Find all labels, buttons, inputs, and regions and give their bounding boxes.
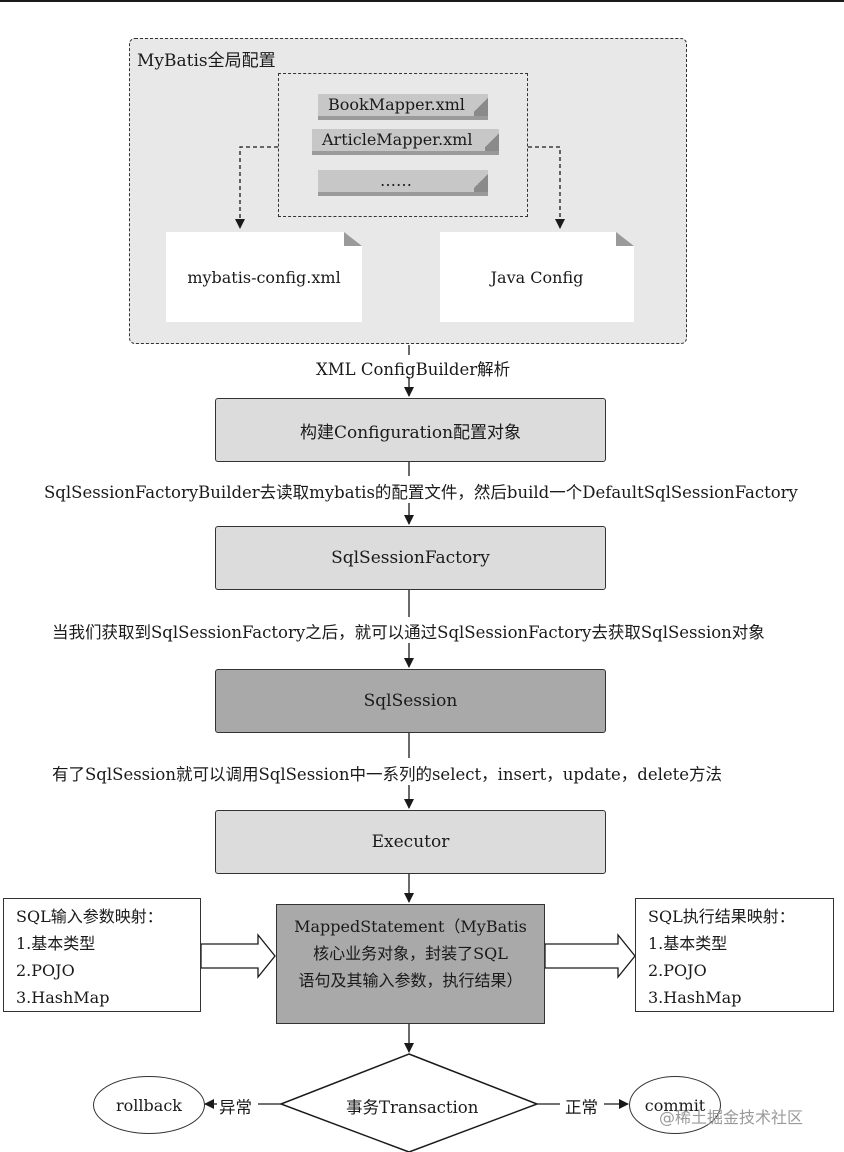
java-config-doc: Java Config [440, 232, 634, 322]
mapped-statement-box: MappedStatement（MyBatis 核心业务对象，封装了SQL 语句… [276, 904, 545, 1024]
mybatis-config-doc: mybatis-config.xml [166, 232, 362, 322]
output-mapping-item: 1.基本类型 [648, 934, 728, 953]
sqlsessionfactory-label: SqlSessionFactory [331, 548, 490, 568]
doc-label: mybatis-config.xml [187, 267, 341, 287]
mapper-file-article: ArticleMapper.xml [312, 129, 499, 151]
ok-branch-label: 正常 [565, 1098, 598, 1117]
watermark-text: @稀土掘金技术社区 [659, 1108, 804, 1127]
error-branch-label: 异常 [219, 1098, 252, 1117]
mapper-file-shadow [318, 116, 488, 120]
output-mapping-title: SQL执行结果映射： [648, 907, 795, 926]
mapper-file-label: BookMapper.xml [328, 95, 465, 114]
mapper-files-group [278, 73, 528, 217]
sqlsession-box: SqlSession [215, 669, 606, 733]
global-config-title: MyBatis全局配置 [137, 51, 276, 71]
sqlsessionfactory-box: SqlSessionFactory [215, 526, 606, 590]
input-mapping-box: SQL输入参数映射： 1.基本类型 2.POJO 3.HashMap [3, 898, 201, 1012]
sqlsession-label: SqlSession [363, 691, 458, 711]
mapped-statement-line: MappedStatement（MyBatis [294, 917, 527, 936]
input-mapping-item: 3.HashMap [16, 988, 110, 1007]
output-mapping-box: SQL执行结果映射： 1.基本类型 2.POJO 3.HashMap [635, 898, 834, 1012]
input-mapping-item: 1.基本类型 [16, 934, 96, 953]
rollback-node: rollback [93, 1076, 205, 1134]
doc-label: Java Config [490, 267, 584, 287]
input-mapping-item: 2.POJO [16, 961, 75, 980]
mapper-file-shadow [318, 192, 488, 196]
mapper-file-shadow [312, 151, 499, 155]
builder-label: SqlSessionFactoryBuilder去读取mybatis的配置文件，… [44, 479, 798, 503]
mapped-statement-line: 核心业务对象，封装了SQL [313, 944, 508, 963]
configuration-box: 构建Configuration配置对象 [215, 398, 606, 462]
mapped-statement-line: 语句及其输入参数，执行结果） [298, 971, 523, 990]
session-label: 有了SqlSession就可以调用SqlSession中一系列的select，i… [52, 761, 723, 785]
parse-label: XML ConfigBuilder解析 [316, 360, 511, 379]
output-mapping-item: 3.HashMap [648, 988, 742, 1007]
transaction-label: 事务Transaction [346, 1098, 479, 1117]
top-border-line [0, 0, 844, 2]
commit-label: commit [644, 1095, 706, 1115]
mapper-file-book: BookMapper.xml [318, 94, 488, 116]
mapper-file-ellipsis: …… [318, 170, 488, 192]
rollback-label: rollback [116, 1095, 182, 1115]
output-mapping-item: 2.POJO [648, 961, 707, 980]
executor-label: Executor [371, 832, 450, 852]
configuration-label: 构建Configuration配置对象 [299, 422, 522, 443]
executor-box: Executor [215, 810, 606, 874]
mapper-file-label: …… [380, 171, 412, 190]
commit-node: commit [629, 1076, 721, 1134]
input-mapping-title: SQL输入参数映射： [16, 907, 163, 926]
mapper-file-label: ArticleMapper.xml [322, 130, 473, 149]
factory-label: 当我们获取到SqlSessionFactory之后，就可以通过SqlSessio… [52, 619, 765, 643]
